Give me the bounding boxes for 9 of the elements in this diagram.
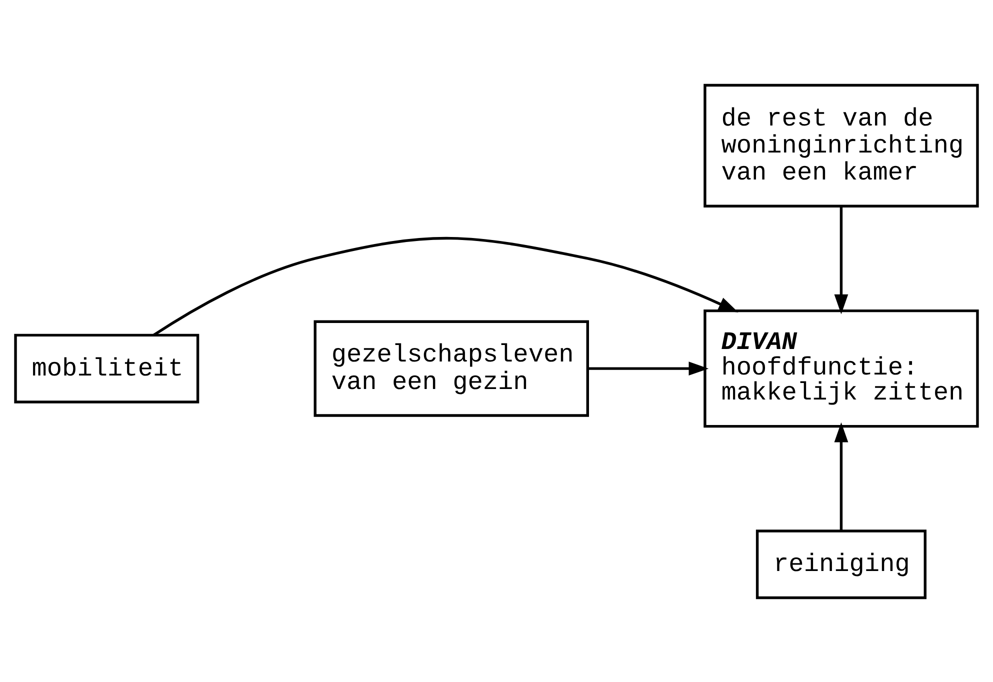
arrow [834,206,848,314]
node-box: reiniging [756,529,926,599]
node-box: mobiliteit [14,333,200,403]
node-box: de rest van de woninginrichting van een kamer [704,83,979,207]
arrow [152,236,738,336]
arrow [588,361,709,376]
node-box: DIVAN hoofdfunctie: makkelijk zitten [704,308,979,428]
node-box: gezelschapsleven van een gezin [314,320,589,416]
arrow [834,422,848,530]
